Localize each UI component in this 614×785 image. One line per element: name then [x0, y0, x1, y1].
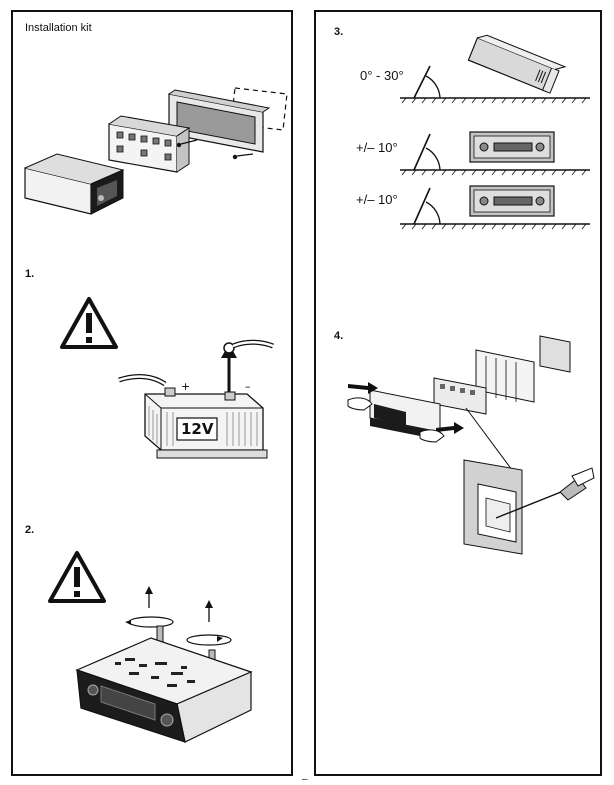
- right-instruction-panel: 3. 0° - 30° +/– 10°: [314, 10, 602, 776]
- mount-angle-10-illustration-b: [400, 185, 590, 230]
- left-instruction-panel: Installation kit 1.: [11, 10, 293, 776]
- step-1-label: 1.: [25, 268, 35, 280]
- step-3-label: 3.: [334, 26, 344, 38]
- warning-triangle-icon: [48, 551, 106, 603]
- unit-insertion-illustration: [347, 335, 595, 555]
- angle-label-0-30: 0° - 30°: [360, 68, 404, 83]
- battery-voltage-label: 12V: [181, 420, 214, 438]
- transport-screws-illustration: [75, 586, 253, 743]
- page-mark: –: [302, 774, 308, 785]
- svg-text:+: +: [181, 380, 190, 393]
- installation-kit-illustration: [24, 87, 288, 215]
- mount-angle-0-30-illustration: [400, 34, 590, 104]
- step-4-label: 4.: [334, 330, 344, 342]
- svg-text:–: –: [245, 380, 251, 393]
- angle-label-10-b: +/– 10°: [356, 192, 398, 207]
- warning-triangle-icon: [60, 297, 118, 349]
- angle-label-10-a: +/– 10°: [356, 140, 398, 155]
- mount-angle-10-illustration-a: [400, 131, 590, 176]
- step-2-label: 2.: [25, 524, 35, 536]
- battery-disconnect-illustration: + –: [118, 339, 274, 459]
- installation-kit-title: Installation kit: [25, 22, 92, 34]
